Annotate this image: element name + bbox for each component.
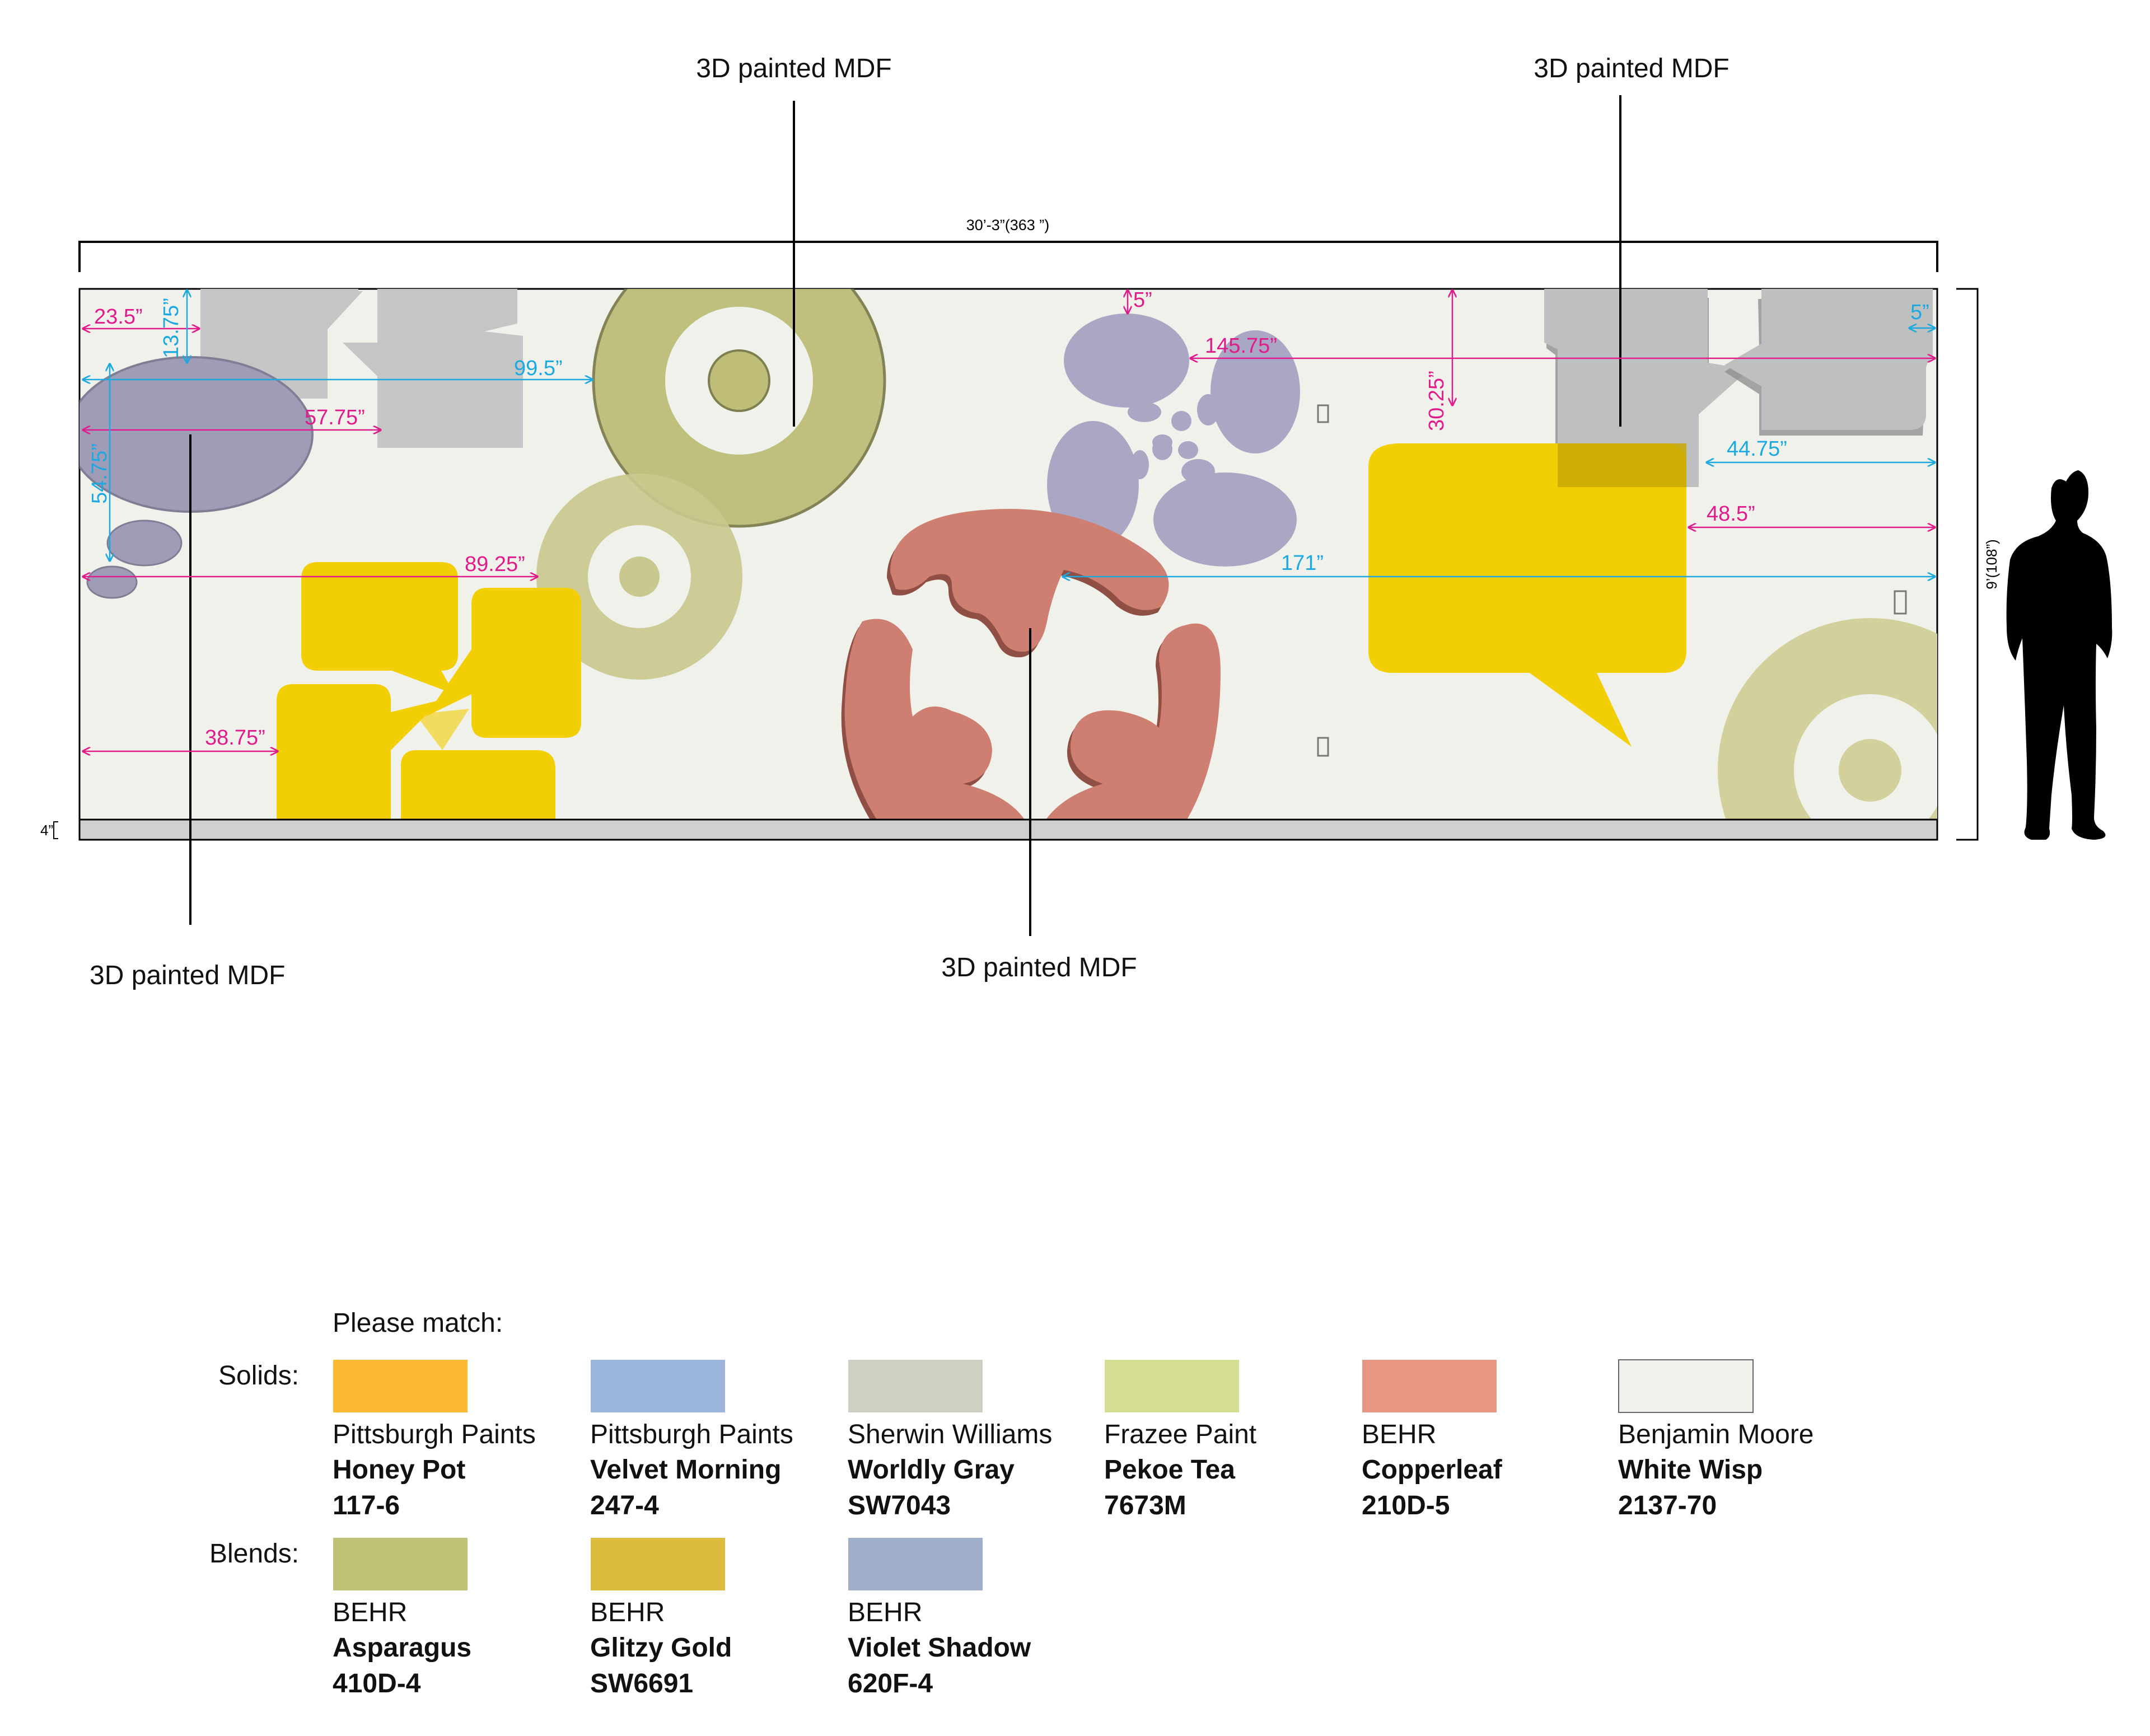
callout-top-right: 3D painted MDF bbox=[1534, 54, 1729, 83]
dim-89-25: 89.25” bbox=[465, 553, 525, 576]
outlet-icon-1 bbox=[1317, 404, 1329, 423]
base-height-label: 4” bbox=[40, 822, 53, 839]
dim-30-25: 30.25” bbox=[1425, 371, 1448, 431]
gray-yellow-overlap bbox=[1558, 443, 1686, 487]
outlet-icon-2 bbox=[1894, 590, 1907, 615]
dim-99-5: 99.5” bbox=[514, 357, 563, 380]
yellow-pinwheel bbox=[277, 562, 581, 820]
dimension-labels: 23.5” 13.75” 99.5” 57.75” 54.75” 89.25” … bbox=[88, 288, 1929, 750]
callout-leaders bbox=[189, 95, 1621, 936]
dim-5-right: 5” bbox=[1910, 301, 1929, 324]
lavender-bubble-left-tiny bbox=[86, 565, 138, 599]
overall-width-dimension: 30’-3”(363 ”) bbox=[78, 217, 1938, 272]
gray-block-right bbox=[1544, 289, 1749, 487]
dim-171: 171” bbox=[1281, 551, 1324, 575]
height-label: 9’(108”) bbox=[1983, 539, 2000, 589]
terracotta-figure bbox=[841, 508, 1221, 820]
dim-57-75: 57.75” bbox=[305, 406, 365, 429]
yellow-speech-bubble bbox=[1368, 443, 1686, 747]
overall-width-label: 30’-3”(363 ”) bbox=[966, 217, 1050, 233]
human-silhouette bbox=[2006, 470, 2112, 840]
dimension-lines-magenta bbox=[83, 290, 1935, 751]
outlet-icon-3 bbox=[1317, 737, 1329, 757]
callout-bottom-left: 3D painted MDF bbox=[90, 961, 285, 990]
dim-13-75: 13.75” bbox=[160, 298, 183, 358]
dim-54-75: 54.75” bbox=[88, 443, 111, 504]
dim-5-top: 5” bbox=[1133, 288, 1152, 312]
gray-block-center-left bbox=[343, 289, 523, 448]
callout-bottom-center: 3D painted MDF bbox=[941, 953, 1137, 982]
base-dimension: 4” bbox=[40, 821, 58, 839]
height-dimension: 9’(108”) bbox=[1956, 288, 2000, 841]
mural-artwork bbox=[80, 289, 1937, 820]
dim-38-75: 38.75” bbox=[205, 726, 265, 750]
olive-ring-large bbox=[592, 289, 886, 528]
base-strip bbox=[78, 818, 1938, 841]
dim-44-75: 44.75” bbox=[1727, 437, 1787, 461]
dim-145-75: 145.75” bbox=[1205, 334, 1277, 358]
lavender-bubble-left-small bbox=[106, 520, 183, 567]
olive-ring-right bbox=[1718, 618, 1937, 820]
dim-23-5: 23.5” bbox=[94, 305, 143, 329]
callout-top-center: 3D painted MDF bbox=[696, 54, 891, 83]
dimension-lines-cyan bbox=[83, 290, 1935, 577]
olive-ring-medium bbox=[536, 474, 742, 680]
dim-48-5: 48.5” bbox=[1707, 502, 1755, 526]
